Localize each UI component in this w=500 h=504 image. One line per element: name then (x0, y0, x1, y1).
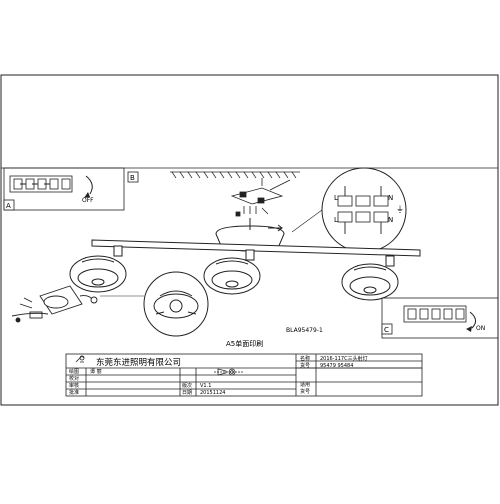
spot-head-middle (203, 257, 261, 295)
switch-on-label: ON (476, 325, 485, 332)
print-note: A5单面印刷 (226, 339, 263, 348)
drawn-value: 谭 丽 (90, 368, 102, 375)
terminal-block-callout: L N L N ⏚ (291, 167, 407, 253)
drawn-label: 绘图 (69, 368, 79, 375)
item-no-label: 货号 (300, 362, 310, 369)
check-label: 校对 (69, 375, 79, 382)
terminal-n-top: N (388, 194, 393, 202)
title-block (65, 353, 423, 397)
panel-c-label: C (384, 326, 389, 334)
review-label: 审核 (69, 382, 79, 389)
approve-label: 批准 (69, 389, 79, 396)
item-no-value: 95479 95484 (320, 363, 353, 369)
panel-b-marker: B (127, 171, 139, 183)
version-label: 版次 (182, 382, 192, 389)
name-value: 2016-117C三头射灯 (320, 355, 368, 362)
bulb-exploded-view (11, 285, 98, 323)
drawing-frame (0, 74, 499, 406)
model-code: BLA95479-1 (286, 327, 323, 334)
spot-head-left (69, 255, 127, 293)
panel-a-switch-off: A OFF (3, 167, 125, 211)
switch-off-label: OFF (82, 197, 94, 204)
panel-b-label: B (130, 174, 135, 182)
terminal-l-top: L (334, 194, 338, 202)
earth-icon: ⏚ (396, 205, 404, 214)
panel-c-switch-on: C ON (381, 297, 499, 339)
version-value: V1.1 (200, 383, 211, 389)
applicable-label: 适用 (300, 381, 310, 388)
terminal-l-bottom: L (334, 216, 338, 224)
company-logo (75, 355, 85, 363)
ceiling-hatch (170, 171, 300, 179)
spot-head-right (341, 263, 399, 301)
mounting-bracket (230, 178, 291, 217)
name-label: 名称 (300, 355, 310, 362)
panel-a-label: A (6, 202, 11, 210)
terminal-n-bottom: N (388, 216, 393, 224)
applicable-label-2: 货号 (300, 388, 310, 395)
company-name: 东莞东进照明有限公司 (96, 357, 181, 368)
date-label: 日期 (182, 390, 192, 396)
light-rail (91, 239, 421, 267)
lamp-detail-circle (100, 271, 209, 337)
date-value: 20151124 (200, 390, 225, 396)
projection-symbol-icon (214, 368, 244, 376)
